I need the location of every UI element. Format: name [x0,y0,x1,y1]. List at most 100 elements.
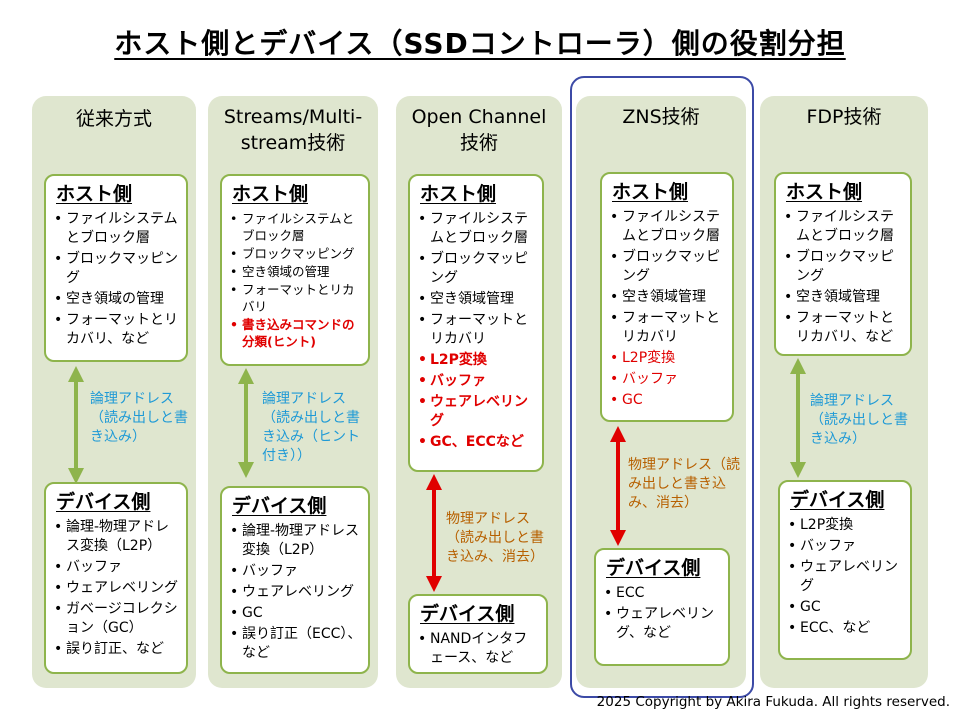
host-item: ファイルシステムとブロック層 [418,210,536,248]
copyright-text: 2025 Copyright by Akira Fukuda. All righ… [596,694,950,710]
host-list: ファイルシステムとブロック層 ブロックマッピング 空き領域管理 フォーマットとリ… [418,210,536,452]
page-title: ホスト側とデバイス（SSDコントローラ）側の役割分担 [0,22,960,62]
host-item: 空き領域の管理 [230,263,362,280]
column-conventional: 従来方式 ホスト側 ファイルシステムとブロック層 ブロックマッピング 空き領域の… [32,96,196,688]
zns-highlight-frame [570,76,754,698]
host-highlight-item: GC [610,391,726,410]
host-item: ファイルシステムとブロック層 [610,208,726,246]
arrow-label: 物理アドレス（読み出しと書き込み、消去） [628,457,740,511]
double-arrow-icon [68,366,84,484]
double-arrow-icon [238,368,254,478]
host-item: 空き領域管理 [784,288,904,307]
device-item: バッファ [788,537,904,556]
device-box: デバイス側 論理-物理アドレス変換（L2P） バッファ ウェアレベリング ガベー… [44,482,188,674]
arrow-label: 論理アドレス（読み出しと書き込み） [810,393,908,447]
device-item: NANDインタフェース、など [418,630,540,668]
device-box-title: デバイス側 [232,495,327,517]
column-title: Open Channel技術 [411,106,547,154]
device-item: バッファ [54,558,180,577]
host-list: ファイルシステムとブロック層 ブロックマッピング 空き領域の管理 フォーマットと… [230,210,362,350]
device-list: NANDインタフェース、など [418,630,540,668]
device-list: ECC ウェアレベリング、など [604,584,722,643]
column-fdp: FDP技術 ホスト側 ファイルシステムとブロック層 ブロックマッピング 空き領域… [760,96,928,688]
arrow-label: 論理アドレス（読み出しと書き込み（ヒント付き）） [262,391,360,464]
device-item: ECC、など [788,619,904,638]
host-item: フォーマットとリカバリ [610,309,726,347]
device-item: GC [230,604,362,623]
host-list: ファイルシステムとブロック層 ブロックマッピング 空き領域の管理 フォーマットと… [54,210,180,349]
device-box: デバイス側 L2P変換 バッファ ウェアレベリング GC ECC、など [778,480,912,660]
device-list: 論理-物理アドレス変換（L2P） バッファ ウェアレベリング ガベージコレクショ… [54,518,180,659]
column-zns: ZNS技術 ホスト側 ファイルシステムとブロック層 ブロックマッピング 空き領域… [576,96,746,688]
host-box: ホスト側 ファイルシステムとブロック層 ブロックマッピング 空き領域管理 フォー… [774,172,912,356]
device-item: ECC [604,584,722,603]
device-list: 論理-物理アドレス変換（L2P） バッファ ウェアレベリング GC 誤り訂正（E… [230,522,362,663]
device-item: 誤り訂正、など [54,640,180,659]
column-title: ZNS技術 [622,106,700,128]
host-item: ブロックマッピング [784,248,904,286]
host-highlight-item: GC、ECCなど [418,433,536,452]
host-item: フォーマットとリカバリ [418,311,536,349]
host-highlight-item: L2P変換 [610,349,726,368]
device-box: デバイス側 ECC ウェアレベリング、など [594,548,730,666]
host-box-title: ホスト側 [612,181,689,203]
host-box-title: ホスト側 [786,181,863,203]
host-highlight-item: バッファ [418,372,536,391]
column-open-channel: Open Channel技術 ホスト側 ファイルシステムとブロック層 ブロックマ… [396,96,562,688]
double-arrow-icon [426,474,442,592]
host-item: 空き領域管理 [610,288,726,307]
device-box-title: デバイス側 [420,603,515,625]
double-arrow-icon [790,358,806,478]
host-item: 空き領域管理 [418,290,536,309]
host-box-title: ホスト側 [232,183,309,205]
column-title: 従来方式 [75,108,152,130]
page-title-text: ホスト側とデバイス（SSDコントローラ）側の役割分担 [114,27,846,60]
host-item: ファイルシステムとブロック層 [784,208,904,246]
host-item: ブロックマッピング [54,250,180,288]
host-item: フォーマットとリカバリ、など [784,309,904,347]
device-box: デバイス側 論理-物理アドレス変換（L2P） バッファ ウェアレベリング GC … [220,486,370,674]
device-list: L2P変換 バッファ ウェアレベリング GC ECC、など [788,516,904,638]
host-item: フォーマットとリカバリ、など [54,311,180,349]
device-item: 論理-物理アドレス変換（L2P） [54,518,180,556]
arrow-label: 物理アドレス（読み出しと書き込み、消去） [446,511,544,565]
device-item: 論理-物理アドレス変換（L2P） [230,522,362,560]
host-item: ブロックマッピング [610,248,726,286]
host-item: ブロックマッピング [418,250,536,288]
host-item: ファイルシステムとブロック層 [230,210,362,244]
host-box: ホスト側 ファイルシステムとブロック層 ブロックマッピング 空き領域管理 フォー… [408,174,544,472]
host-highlight-item: L2P変換 [418,351,536,370]
column-streams: Streams/Multi-stream技術 ホスト側 ファイルシステムとブロッ… [208,96,378,688]
host-item: ファイルシステムとブロック層 [54,210,180,248]
double-arrow-icon [610,426,626,546]
device-item: ウェアレベリング [230,583,362,602]
device-box-title: デバイス側 [790,489,885,511]
host-highlight-item: 書き込みコマンドの分類(ヒント) [230,316,362,350]
host-item: 空き領域の管理 [54,290,180,309]
host-item: フォーマットとリカバリ [230,281,362,315]
host-item: ブロックマッピング [230,245,362,262]
host-box: ホスト側 ファイルシステムとブロック層 ブロックマッピング 空き領域の管理 フォ… [44,174,188,362]
device-item: ウェアレベリング [788,558,904,596]
device-box-title: デバイス側 [606,557,701,579]
column-title: Streams/Multi-stream技術 [223,106,363,154]
host-box: ホスト側 ファイルシステムとブロック層 ブロックマッピング 空き領域の管理 フォ… [220,174,370,366]
device-item: ウェアレベリング [54,579,180,598]
host-list: ファイルシステムとブロック層 ブロックマッピング 空き領域管理 フォーマットとリ… [784,208,904,347]
device-item: GC [788,598,904,617]
arrow-label: 論理アドレス（読み出しと書き込み） [90,391,188,445]
device-box: デバイス側 NANDインタフェース、など [408,594,548,674]
device-item: バッファ [230,562,362,581]
host-box: ホスト側 ファイルシステムとブロック層 ブロックマッピング 空き領域管理 フォー… [600,172,734,422]
device-item: L2P変換 [788,516,904,535]
device-item: ガベージコレクション（GC） [54,600,180,638]
device-item: ウェアレベリング、など [604,605,722,643]
host-highlight-item: バッファ [610,370,726,389]
device-item: 誤り訂正（ECC）、など [230,625,362,663]
column-title: FDP技術 [806,106,882,128]
host-highlight-item: ウェアレベリング [418,393,536,431]
host-list: ファイルシステムとブロック層 ブロックマッピング 空き領域管理 フォーマットとリ… [610,208,726,410]
host-box-title: ホスト側 [56,183,133,205]
device-box-title: デバイス側 [56,491,151,513]
host-box-title: ホスト側 [420,183,497,205]
